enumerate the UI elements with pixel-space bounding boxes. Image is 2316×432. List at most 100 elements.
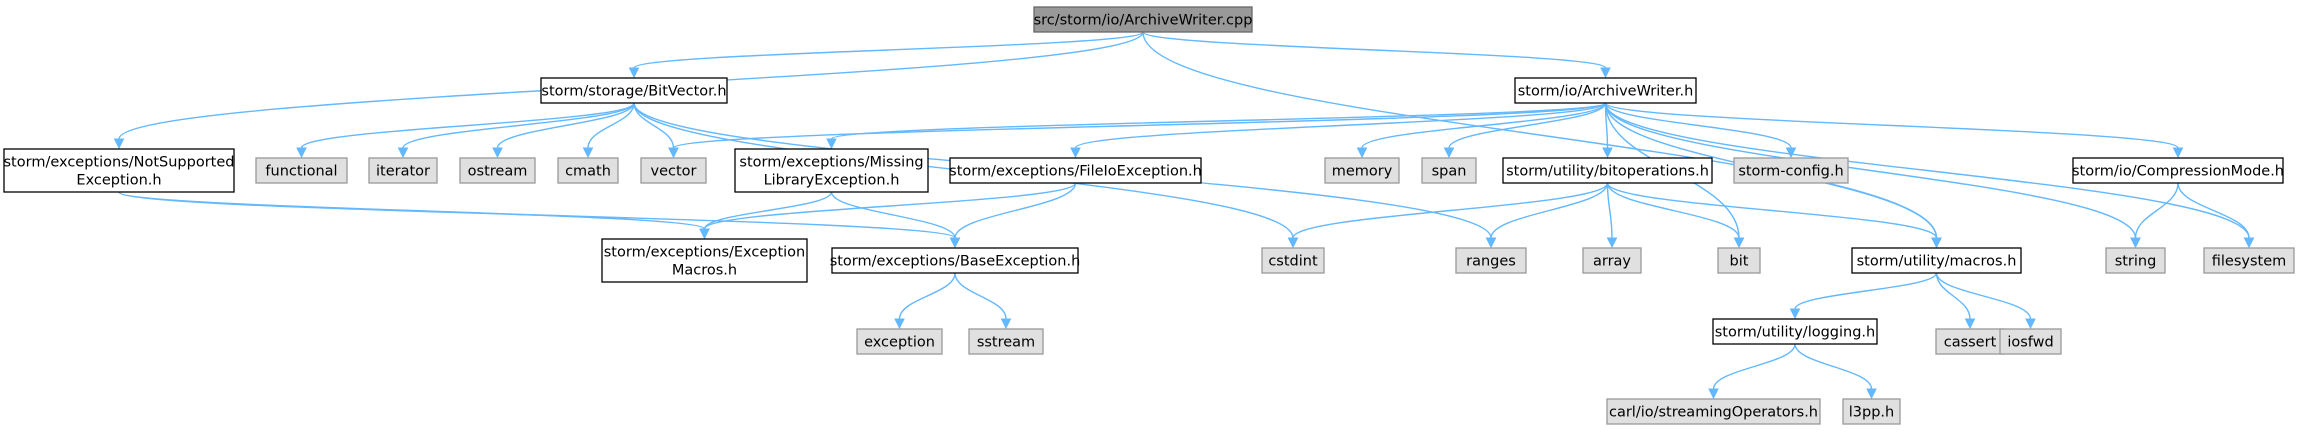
edge-compression-to-string — [2130, 182, 2179, 249]
node-iterator[interactable]: iterator — [368, 157, 438, 184]
edge-archivewriter_h-to-fileio — [1070, 102, 1607, 159]
node-filesystem[interactable]: filesystem — [2203, 247, 2295, 274]
node-label: span — [1432, 164, 1467, 180]
edge-macros-to-logging — [1789, 272, 1938, 320]
node-label: string — [2115, 254, 2157, 270]
nodes-layer: src/storm/io/ArchiveWriter.cpp storm/stor… — [3, 6, 2295, 425]
node-bit[interactable]: bit — [1717, 247, 1761, 274]
node-ranges[interactable]: ranges — [1455, 247, 1527, 274]
node-label: sstream — [977, 335, 1035, 351]
node-label: carl/io/streamingOperators.h — [1609, 405, 1818, 421]
node-label: storm/exceptions/Missing — [739, 155, 923, 171]
node-memory[interactable]: memory — [1324, 157, 1400, 184]
edge-fileio-to-exmacros — [699, 182, 1077, 240]
edge-logging-to-streamingops — [1708, 343, 1796, 400]
node-label: LibraryException.h — [764, 173, 900, 189]
node-label: storm/exceptions/NotSupported — [4, 155, 235, 171]
node-label: storm/exceptions/BaseException.h — [830, 254, 1081, 270]
edge-baseex-to-sstream — [954, 272, 1012, 330]
node-baseex[interactable]: storm/exceptions/BaseException.h — [830, 247, 1081, 274]
edge-bitops-to-array — [1606, 182, 1618, 249]
node-cstdint[interactable]: cstdint — [1261, 247, 1325, 274]
edge-fileio-to-baseex — [949, 182, 1077, 249]
node-label: storm/utility/bitoperations.h — [1506, 164, 1709, 180]
node-array[interactable]: array — [1582, 247, 1642, 274]
node-label: storm-config.h — [1738, 164, 1843, 180]
edge-archivewriter_h-to-span — [1443, 102, 1607, 159]
node-label: vector — [651, 164, 697, 180]
edges-layer — [113, 31, 2255, 400]
node-label: ostream — [468, 164, 528, 180]
node-bitops[interactable]: storm/utility/bitoperations.h — [1502, 157, 1713, 184]
node-label: storm/exceptions/FileIoException.h — [949, 164, 1202, 180]
edge-bitvector-to-functional — [296, 102, 635, 159]
edge-notsupported-to-baseex — [118, 191, 961, 249]
edge-bitvector-to-iterator — [397, 102, 635, 159]
node-label: ranges — [1466, 254, 1516, 270]
node-label: cassert — [1944, 335, 1997, 351]
node-sstream[interactable]: sstream — [968, 328, 1044, 355]
node-label: storm/storage/BitVector.h — [541, 84, 726, 100]
edge-root-to-archivewriter_h — [1142, 31, 1611, 79]
node-label: storm/utility/logging.h — [1715, 325, 1875, 341]
node-l3pp[interactable]: l3pp.h — [1842, 398, 1901, 425]
node-label: storm/io/ArchiveWriter.h — [1518, 84, 1694, 100]
node-streamingops[interactable]: carl/io/streamingOperators.h — [1606, 398, 1821, 425]
node-label: cmath — [565, 164, 611, 180]
edge-archivewriter_h-to-compression — [1604, 102, 2184, 159]
node-functional[interactable]: functional — [255, 157, 348, 184]
node-vector[interactable]: vector — [640, 157, 707, 184]
node-archivewriter_h[interactable]: storm/io/ArchiveWriter.h — [1514, 77, 1697, 104]
node-iosfwd[interactable]: iosfwd — [1999, 328, 2062, 355]
edge-macros-to-cassert — [1935, 272, 1976, 330]
node-label: memory — [1332, 164, 1393, 180]
node-label: bit — [1730, 254, 1749, 270]
node-compression[interactable]: storm/io/CompressionMode.h — [2072, 157, 2284, 184]
node-label: iosfwd — [2007, 335, 2053, 351]
edge-compression-to-filesystem — [2177, 182, 2255, 249]
node-label: l3pp.h — [1849, 405, 1894, 421]
node-label: storm/exceptions/Exception — [604, 245, 806, 261]
node-label: iterator — [376, 164, 430, 180]
edge-bitvector-to-ostream — [492, 102, 635, 159]
node-cmath[interactable]: cmath — [557, 157, 619, 184]
node-stormconfig[interactable]: storm-config.h — [1733, 157, 1849, 184]
node-string[interactable]: string — [2105, 247, 2166, 274]
node-label: array — [1593, 254, 1631, 270]
edge-missinglib-to-baseex — [830, 191, 961, 249]
edge-logging-to-l3pp — [1794, 343, 1877, 400]
node-label: cstdint — [1268, 254, 1318, 270]
edge-bitops-to-ranges — [1485, 182, 1609, 249]
node-ostream[interactable]: ostream — [459, 157, 536, 184]
node-span[interactable]: span — [1421, 157, 1477, 184]
edge-baseex-to-exception — [894, 272, 956, 330]
node-label: Macros.h — [672, 263, 737, 279]
edge-notsupported-to-exmacros — [118, 191, 710, 240]
node-fileio[interactable]: storm/exceptions/FileIoException.h — [949, 157, 1202, 184]
edge-bitops-to-macros — [1606, 182, 1942, 249]
node-label: storm/io/CompressionMode.h — [2072, 164, 2284, 180]
node-label: exception — [864, 335, 935, 351]
node-macros[interactable]: storm/utility/macros.h — [1851, 247, 2022, 274]
edge-archivewriter_h-to-vector — [668, 102, 1607, 159]
edge-bitops-to-cstdint — [1287, 182, 1609, 249]
node-label: filesystem — [2212, 254, 2287, 270]
edge-macros-to-iosfwd — [1935, 272, 2036, 330]
node-label: functional — [265, 164, 337, 180]
edge-root-to-bitvector — [628, 31, 1144, 79]
node-label: storm/utility/macros.h — [1857, 254, 2017, 270]
node-bitvector[interactable]: storm/storage/BitVector.h — [540, 77, 728, 104]
node-missinglib[interactable]: storm/exceptions/MissingLibraryException… — [734, 148, 929, 193]
node-cassert[interactable]: cassert — [1935, 328, 2005, 355]
edge-archivewriter_h-to-stormconfig — [1604, 102, 1797, 159]
node-root[interactable]: src/storm/io/ArchiveWriter.cpp — [1033, 6, 1253, 33]
edge-bitvector-to-cmath — [582, 102, 635, 159]
node-label: Exception.h — [76, 173, 161, 189]
edge-archivewriter_h-to-missinglib — [826, 102, 1607, 150]
node-logging[interactable]: storm/utility/logging.h — [1712, 318, 1878, 345]
edge-bitops-to-bit — [1606, 182, 1745, 249]
node-exception[interactable]: exception — [856, 328, 943, 355]
